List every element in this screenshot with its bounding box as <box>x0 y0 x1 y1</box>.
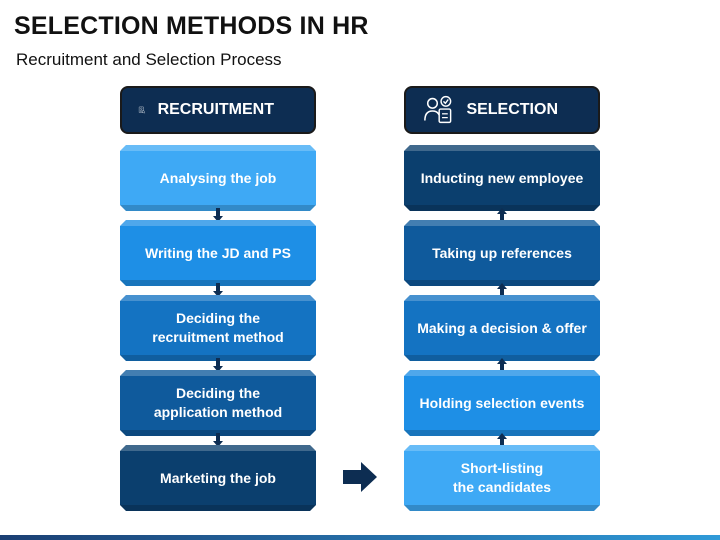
up-arrow-icon <box>497 283 507 297</box>
down-arrow-icon <box>213 208 223 222</box>
selection-step-1: Inducting new employee <box>404 145 600 211</box>
recruitment-step-5: Marketing the job <box>120 445 316 511</box>
recruitment-step-3: Deciding the recruitment method <box>120 295 316 361</box>
down-arrow-icon <box>213 358 223 372</box>
recruitment-header-label: RECRUITMENT <box>157 101 274 118</box>
selection-step-2: Taking up references <box>404 220 600 286</box>
recruitment-header: RECRUITMENT <box>120 86 316 134</box>
up-arrow-icon <box>497 208 507 222</box>
interviewer-check-icon <box>424 95 452 124</box>
selection-header: SELECTION <box>404 86 600 134</box>
up-arrow-icon <box>497 358 507 372</box>
right-arrow-icon <box>343 462 377 492</box>
recruitment-step-4: Deciding the application method <box>120 370 316 436</box>
page-title: SELECTION METHODS IN HR <box>14 12 369 40</box>
selection-header-label: SELECTION <box>466 101 558 118</box>
bottom-accent-bar <box>0 535 720 540</box>
down-arrow-icon <box>213 433 223 447</box>
selection-step-3: Making a decision & offer <box>404 295 600 361</box>
recruitment-step-2: Writing the JD and PS <box>120 220 316 286</box>
selection-step-4: Holding selection events <box>404 370 600 436</box>
page-subtitle: Recruitment and Selection Process <box>16 50 282 69</box>
recruitment-step-1: Analysing the job <box>120 145 316 211</box>
candidate-profile-icon <box>138 106 146 114</box>
down-arrow-icon <box>213 283 223 297</box>
up-arrow-icon <box>497 433 507 447</box>
selection-step-5: Short-listing the candidates <box>404 445 600 511</box>
